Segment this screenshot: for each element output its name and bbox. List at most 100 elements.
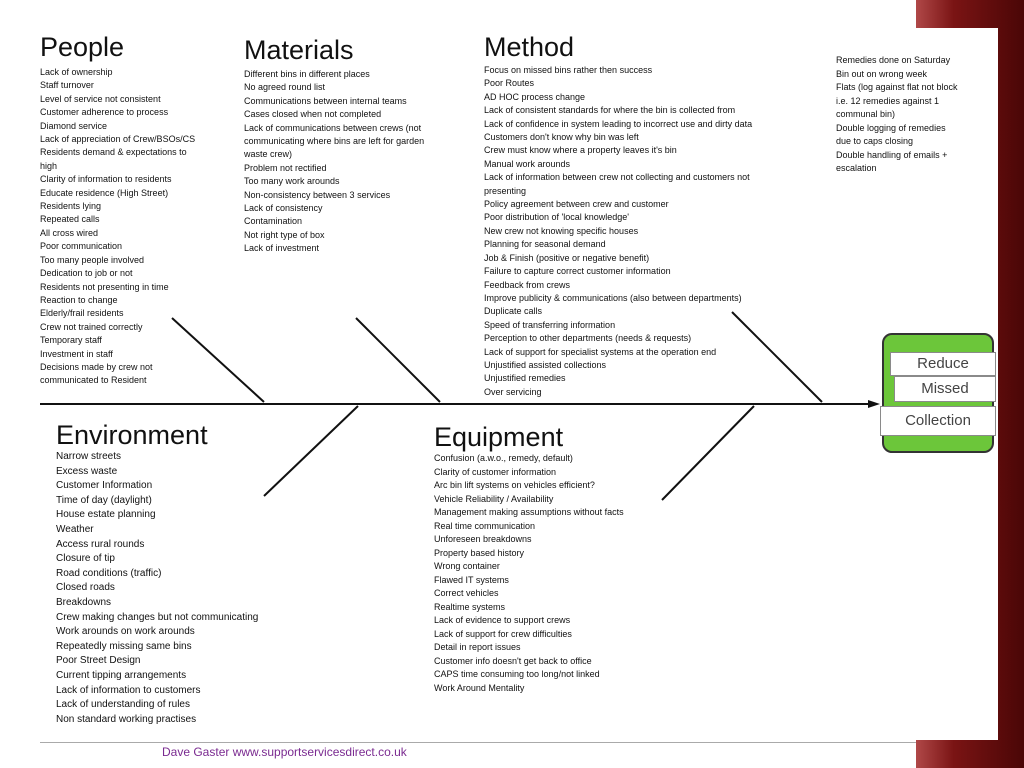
category-title-method: Method (484, 32, 575, 62)
cause-item: Temporary staff (40, 335, 102, 346)
cause-item: Closure of tip (56, 553, 115, 565)
cause-item: Dedication to job or not (40, 268, 133, 279)
cause-item: Property based history (434, 547, 525, 558)
cause-item: Lack of confidence in system leading to … (484, 118, 753, 129)
cause-item: Correct vehicles (434, 588, 499, 598)
cause-item: i.e. 12 remedies against 1 (836, 95, 940, 106)
cause-item: Clarity of information to residents (40, 174, 172, 185)
cause-item: Customer Information (56, 480, 153, 492)
cause-item: Poor communication (40, 241, 123, 252)
bone-people (171, 317, 265, 403)
cause-item: House estate planning (56, 509, 156, 521)
cause-item: communicating where bins are left for ga… (244, 136, 425, 147)
cause-item: Time of day (daylight) (56, 494, 152, 506)
cause-item: Lack of investment (244, 243, 320, 254)
cause-item: Customer adherence to process (40, 107, 169, 118)
cause-item: Failure to capture correct customer info… (484, 266, 671, 277)
cause-item: Road conditions (traffic) (56, 567, 162, 579)
category-title-people: People (40, 32, 125, 62)
cause-item: Job & Finish (positive or negative benef… (484, 252, 650, 263)
cause-item: presenting (484, 185, 527, 196)
bone-environment (263, 405, 359, 497)
effect-label-line-1: Reduce (890, 352, 996, 376)
cause-item: New crew not knowing specific houses (484, 225, 639, 236)
cause-item: Problem not rectified (244, 162, 327, 173)
footer-divider (40, 742, 916, 743)
cause-item: escalation (836, 163, 877, 173)
cause-item: due to caps closing (836, 136, 914, 146)
cause-item: Non standard working practises (56, 713, 197, 725)
effect-label-line-2: Missed (894, 376, 996, 402)
cause-item: Planning for seasonal demand (484, 239, 606, 250)
cause-item: Residents not presenting in time (40, 281, 169, 292)
category-title-materials: Materials (244, 35, 354, 65)
bone-equipment (661, 405, 755, 501)
cause-item: Weather (56, 523, 94, 535)
cause-item: Manual work arounds (484, 158, 571, 169)
materials-causes-list: Different bins in different places No agr… (244, 68, 424, 256)
cause-item: Customers don't know why bin was left (484, 132, 639, 143)
cause-item: Lack of ownership (40, 67, 113, 77)
cause-item: Lack of support for specialist systems a… (484, 346, 717, 357)
cause-item: Crew must know where a property leaves i… (484, 145, 677, 156)
cause-item: Unjustified assisted collections (484, 359, 607, 370)
cause-item: Customer info doesn't get back to office (434, 655, 592, 666)
cause-item: Policy agreement between crew and custom… (484, 199, 669, 210)
cause-item: Remedies done on Saturday (836, 55, 951, 65)
cause-item: Work arounds on work arounds (56, 626, 195, 638)
cause-item: Different bins in different places (244, 69, 370, 79)
cause-item: No agreed round list (244, 82, 326, 93)
cause-item: Speed of transferring information (484, 319, 616, 330)
cause-item: Lack of evidence to support crews (434, 615, 571, 625)
cause-item: Clarity of customer information (434, 466, 557, 477)
cause-item: Contamination (244, 216, 303, 227)
cause-item: Closed roads (56, 582, 115, 594)
cause-item: Over servicing (484, 386, 542, 397)
cause-item: Poor Routes (484, 78, 535, 89)
cause-item: Investment in staff (40, 348, 113, 359)
cause-item: Lack of consistency (244, 203, 323, 214)
cause-item: Wrong container (434, 561, 500, 571)
cause-item: Crew making changes but not communicatin… (56, 611, 259, 623)
cause-item: Educate residence (High Street) (40, 187, 169, 198)
cause-item: Cases closed when not completed (244, 109, 382, 120)
cause-item: Arc bin lift systems on vehicles efficie… (434, 480, 595, 490)
cause-item: Lack of support for crew difficulties (434, 628, 572, 639)
cause-item: Unjustified remedies (484, 373, 566, 384)
cause-item: Staff turnover (40, 80, 94, 91)
cause-item: Perception to other departments (needs &… (484, 333, 692, 344)
cause-item: Decisions made by crew not (40, 361, 153, 372)
cause-item: Unforeseen breakdowns (434, 534, 532, 544)
cause-item: Current tipping arrangements (56, 669, 187, 681)
cause-item: Residents demand & expectations to (40, 147, 187, 158)
category-title-equipment: Equipment (434, 422, 564, 452)
cause-item: CAPS time consuming too long/not linked (434, 669, 600, 679)
cause-item: Improve publicity & communications (also… (484, 292, 742, 303)
cause-item: waste crew) (244, 149, 293, 160)
cause-item: Access rural rounds (56, 538, 145, 550)
bone-materials (355, 317, 441, 403)
cause-item: Bin out on wrong week (836, 68, 928, 79)
cause-item: Detail in report issues (434, 642, 521, 652)
cause-item: Lack of communications between crews (no… (244, 122, 422, 133)
cause-item: All cross wired (40, 227, 99, 238)
cause-item: communicated to Resident (40, 375, 147, 386)
cause-item: Duplicate calls (484, 306, 543, 317)
cause-item: Poor Street Design (56, 655, 141, 667)
cause-item: Reaction to change (40, 294, 118, 305)
cause-item: Level of service not consistent (40, 93, 161, 104)
slide-canvas (0, 28, 998, 740)
cause-item: Too many work arounds (244, 176, 340, 187)
cause-item: Repeated calls (40, 214, 100, 225)
spine-arrowhead (868, 400, 880, 408)
cause-item: Communications between internal teams (244, 95, 407, 106)
method-causes-list: Focus on missed bins rather then success… (484, 64, 752, 399)
cause-item: Feedback from crews (484, 279, 571, 290)
cause-item: Poor distribution of 'local knowledge' (484, 212, 630, 223)
effect-label-line-3: Collection (880, 406, 996, 436)
cause-item: Realtime systems (434, 601, 506, 612)
cause-item: Lack of understanding of rules (56, 699, 190, 711)
